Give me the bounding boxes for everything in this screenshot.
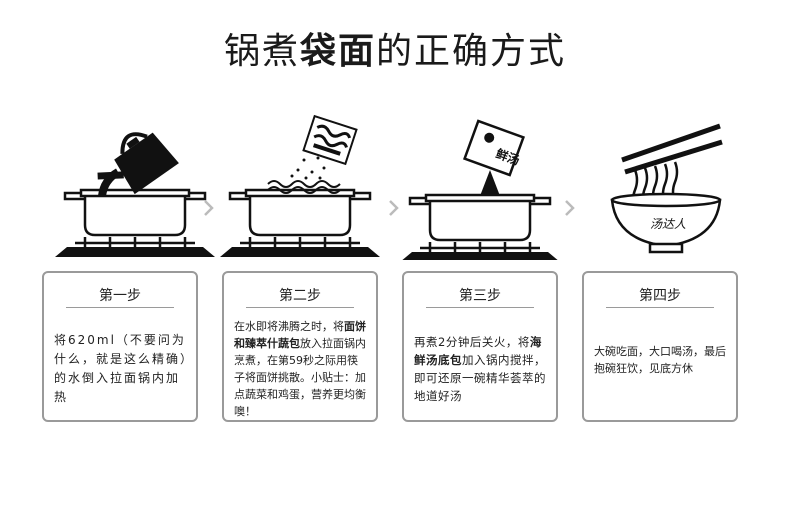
- step-card-1: 第一步 将620ml（不要问为什么，就是这么精确）的水倒入拉面锅内加热: [42, 271, 198, 422]
- step-title: 第三步: [459, 288, 501, 304]
- cooking-illustrations: 鲜汤 汤达人: [53, 114, 723, 260]
- step-card-3: 第三步 再煮2分钟后关火，将海鲜汤底包加入锅内搅拌，即可还原一碗精华荟萃的地道好…: [402, 271, 558, 422]
- title-part-3: 的正确方式: [376, 31, 567, 72]
- arrow-right-icon: [564, 199, 575, 217]
- step-card-4: 第四步 大碗吃面，大口喝汤，最后抱碗狂饮，见底方休: [582, 271, 738, 422]
- step-text-bold: 海鲜汤底包: [414, 335, 542, 367]
- divider: [246, 307, 354, 308]
- step-text: 大碗吃面，大口喝汤，最后抱碗狂饮，见底方休: [594, 345, 726, 375]
- step-card-2: 第二步 在水即将沸腾之时，将面饼和臻萃什蔬包放入拉面锅内烹煮，在第59秒之际用筷…: [222, 271, 378, 422]
- step2-illustration: [218, 114, 382, 259]
- soup-packet-icon: 鲜汤: [463, 119, 525, 177]
- step-text-b: 放入拉面锅内烹煮，在第59秒之际用筷子将面饼挑散。小贴士：加点蔬菜和鸡蛋，营养更…: [234, 337, 366, 418]
- step-text-a: 在水即将沸腾之时，将: [234, 320, 344, 333]
- bowl-label: 汤达人: [650, 217, 686, 231]
- step-title: 第四步: [639, 288, 681, 304]
- step-text-bold: 面饼和臻萃什蔬包: [234, 320, 366, 350]
- arrow-right-icon: [388, 199, 399, 217]
- step4-illustration: 汤达人: [610, 123, 723, 254]
- step-text: 再煮2分钟后关火，将海鲜汤底包加入锅内搅拌，即可还原一碗精华荟萃的地道好汤: [414, 333, 548, 405]
- page-title: 锅煮袋面的正确方式: [0, 22, 790, 74]
- step3-illustration: 鲜汤: [398, 119, 562, 260]
- divider: [426, 307, 534, 308]
- title-part-1: 锅煮: [223, 31, 300, 72]
- chopsticks-icon: [621, 123, 723, 175]
- step1-illustration: [53, 132, 217, 259]
- divider: [606, 307, 714, 308]
- step-text: 将620ml（不要问为什么，就是这么精确）的水倒入拉面锅内加热: [54, 333, 189, 404]
- step-text: 在水即将沸腾之时，将面饼和臻萃什蔬包放入拉面锅内烹煮，在第59秒之际用筷子将面饼…: [234, 318, 368, 420]
- bowl-icon: 汤达人: [610, 192, 722, 254]
- step-title: 第一步: [99, 288, 141, 304]
- title-part-2: 袋面: [299, 31, 376, 72]
- step-text-b: 加入锅内搅拌，即可还原一碗精华荟萃的地道好汤: [414, 353, 546, 403]
- divider: [66, 307, 174, 308]
- step-title: 第二步: [279, 288, 321, 304]
- noodle-packet-icon: [302, 114, 358, 166]
- arrow-right-icon: [203, 199, 214, 217]
- kettle-icon: [97, 132, 179, 195]
- step-text-a: 再煮2分钟后关火，将: [414, 335, 530, 349]
